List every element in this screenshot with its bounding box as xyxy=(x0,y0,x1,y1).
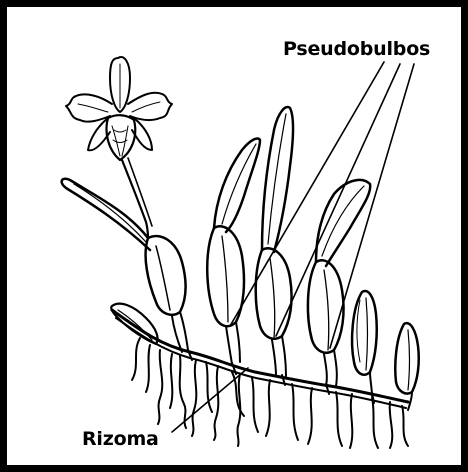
young-growth-2 xyxy=(395,323,418,410)
pseudobulb-3 xyxy=(256,107,293,376)
pseudobulb-4 xyxy=(308,180,370,386)
pseudobulb-2 xyxy=(207,138,260,364)
basal-sheath xyxy=(111,304,157,344)
leader-pseudobulb-4 xyxy=(330,64,414,348)
leader-pseudobulb-3 xyxy=(276,64,400,336)
rhizome-label: Rizoma xyxy=(82,428,159,450)
pseudobulbs-label: Pseudobulbos xyxy=(283,38,430,60)
pseudobulb-1 xyxy=(62,179,188,352)
young-growth-1 xyxy=(352,291,377,396)
leader-pseudobulb-2 xyxy=(230,62,384,326)
